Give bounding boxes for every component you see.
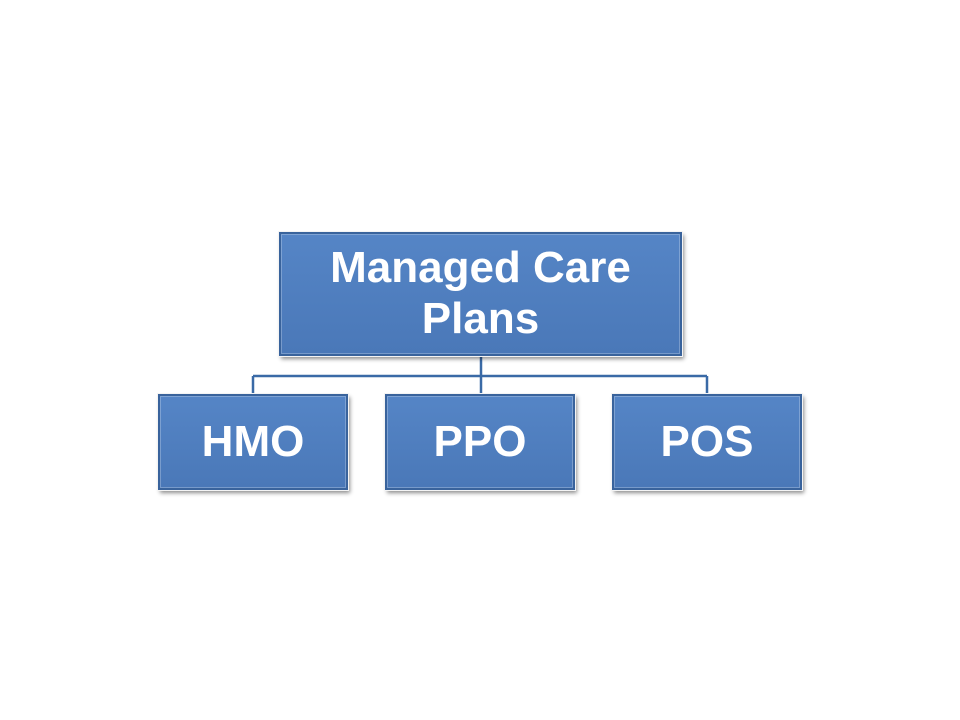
child-node-ppo: PPO xyxy=(384,393,576,491)
root-node-label: Managed Care Plans xyxy=(330,243,631,343)
child-node-label-pos: POS xyxy=(660,416,754,466)
child-node-label-hmo: HMO xyxy=(201,416,305,466)
child-node-pos: POS xyxy=(611,393,803,491)
child-node-hmo: HMO xyxy=(157,393,349,491)
root-node-managed-care-plans: Managed Care Plans xyxy=(278,231,683,357)
child-node-label-ppo: PPO xyxy=(433,416,527,466)
